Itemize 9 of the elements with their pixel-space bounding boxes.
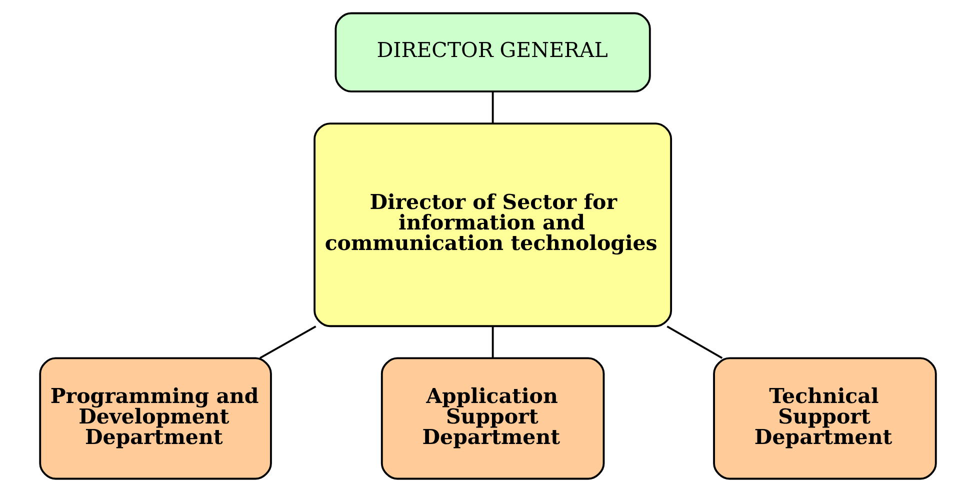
node-box: Application Support Department <box>380 357 605 480</box>
connector <box>259 326 316 359</box>
connector <box>666 326 723 359</box>
node-box: Programming and Development Department <box>39 357 272 480</box>
node-box: Director of Sector for information and communication technologies <box>314 122 672 328</box>
connector <box>492 92 494 124</box>
node-box: Technical Support Department <box>713 357 937 480</box>
node-box: DIRECTOR GENERAL <box>334 12 651 92</box>
connector <box>492 326 494 358</box>
